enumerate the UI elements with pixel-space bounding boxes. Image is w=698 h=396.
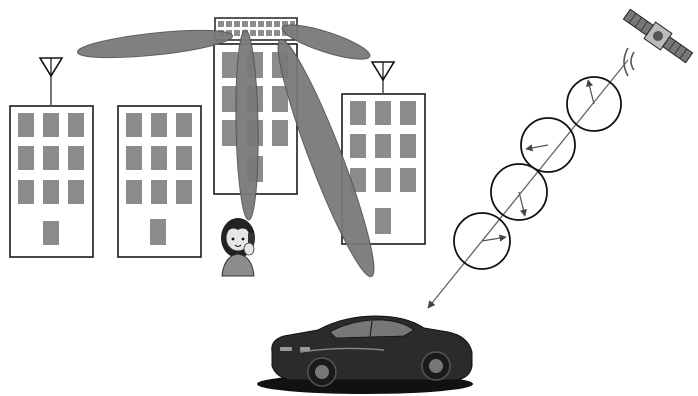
polarization-ring xyxy=(491,164,547,220)
satellite-link xyxy=(428,60,628,308)
beam-lobe-left xyxy=(76,25,233,63)
antenna-icon xyxy=(40,58,62,106)
polarization-ring xyxy=(521,118,575,172)
person-on-phone-icon xyxy=(221,218,255,276)
polarization-ring xyxy=(567,77,621,131)
sports-car-icon xyxy=(257,316,473,394)
polarization-ring xyxy=(454,213,510,269)
antenna-icon xyxy=(372,62,394,94)
building-center-left xyxy=(118,106,201,257)
signal-waves-icon xyxy=(624,48,634,76)
building-left xyxy=(10,106,93,257)
